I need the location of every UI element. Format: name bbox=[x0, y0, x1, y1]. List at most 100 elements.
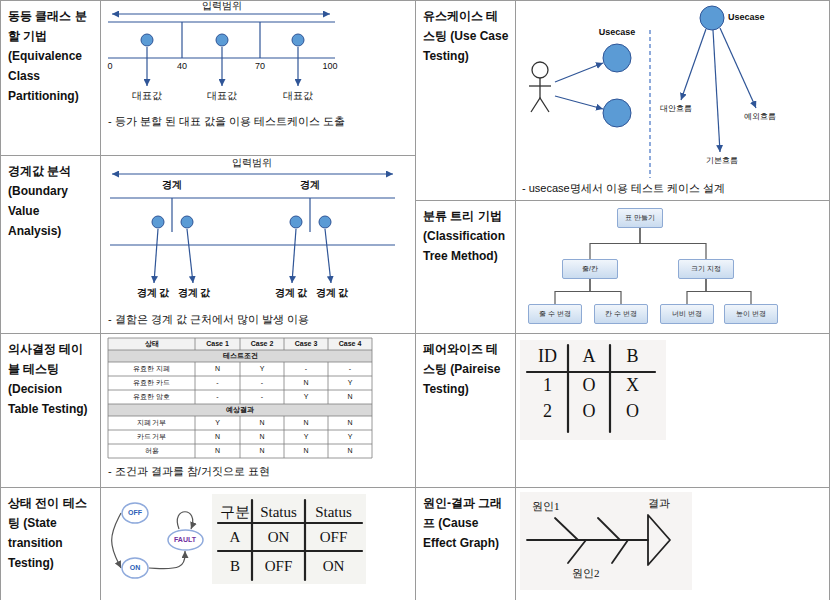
tree-box: 높이 변경 bbox=[724, 304, 778, 324]
tree-box: 줄 수 변경 bbox=[528, 304, 582, 324]
description: - 조건과 결과를 참/거짓으로 표현 bbox=[108, 465, 270, 478]
description: - usecase명세서 이용 테스트 케이스 설계 bbox=[522, 182, 725, 195]
photo-ground bbox=[520, 492, 692, 590]
tree-box: 너비 변경 bbox=[660, 304, 714, 324]
technique-name: 페어와이즈 테스팅 (Paireise Testing) bbox=[423, 339, 509, 399]
table-cell: N bbox=[259, 419, 264, 427]
flow-arrow bbox=[681, 29, 706, 100]
grid-line bbox=[195, 338, 328, 458]
pointer-arrow bbox=[146, 47, 147, 86]
cause-label: 원인2 bbox=[572, 567, 600, 580]
technique-cell: 동등 클래스 분할 기법 (Equivalence Class Partitio… bbox=[0, 0, 100, 155]
grid-line bbox=[527, 371, 655, 373]
boundary-value: 경계 값 bbox=[316, 287, 349, 299]
cause-label: 원인1 bbox=[532, 500, 560, 513]
grid-line bbox=[304, 500, 306, 580]
pointer-arrow bbox=[154, 229, 158, 283]
usecase-arrows bbox=[555, 28, 756, 152]
table-cell: 카드 거부 bbox=[137, 433, 167, 441]
table-section: 예상결과 bbox=[226, 406, 254, 414]
tree-label: 줄/칸 bbox=[582, 265, 598, 273]
range-arrow bbox=[112, 13, 330, 14]
value-dot bbox=[141, 34, 153, 46]
tree-label: 줄 수 변경 bbox=[539, 310, 571, 318]
tree-connector bbox=[555, 279, 590, 304]
table-cell: O bbox=[626, 401, 639, 423]
usecase-label: Usecase bbox=[728, 12, 765, 23]
transition-arrow bbox=[149, 551, 185, 569]
actor-legs bbox=[531, 98, 549, 112]
description: - 결함은 경계 값 근처에서 많이 발생 이용 bbox=[108, 313, 309, 326]
table-cell: 유효한 암호 bbox=[133, 393, 170, 401]
fishbone-rib bbox=[555, 518, 578, 540]
table-cell: OFF bbox=[320, 528, 348, 546]
flow-label: 예외흐름 bbox=[744, 112, 776, 122]
table-cell: Status bbox=[315, 503, 352, 521]
tree-connector bbox=[687, 279, 706, 304]
tree-connector bbox=[590, 228, 640, 259]
actor-body bbox=[539, 78, 540, 98]
fishbone-head bbox=[648, 515, 670, 565]
tree-box: 줄/칸 bbox=[562, 259, 618, 279]
table-cell: 2 bbox=[543, 401, 552, 423]
state-outline bbox=[122, 503, 148, 523]
tree-box: 칸 수 변경 bbox=[594, 304, 648, 324]
grid-line bbox=[415, 0, 416, 600]
boundary-value: 경계 값 bbox=[178, 287, 211, 299]
table-cell: 지폐 거부 bbox=[137, 419, 167, 427]
effect-label: 결과 bbox=[648, 497, 670, 510]
system-boundary bbox=[649, 30, 650, 178]
association-arrow bbox=[555, 63, 603, 82]
table-cell: Y bbox=[215, 419, 220, 427]
state-outline bbox=[168, 530, 203, 550]
technique-cell: 원인-결과 그래프 (Cause Effect Graph) bbox=[415, 487, 515, 600]
value-dot bbox=[216, 34, 228, 46]
table-cell: Y bbox=[304, 393, 309, 401]
technique-name: 분류 트리 기법 (Classification Tree Method) bbox=[423, 206, 509, 266]
state-name: FAULT bbox=[174, 536, 196, 544]
tree-label: 크기 지정 bbox=[691, 265, 721, 273]
boundary-divider bbox=[309, 198, 310, 232]
technique-name: 상태 전이 테스팅 (State transition Testing) bbox=[8, 493, 94, 573]
table-cell: - bbox=[216, 379, 218, 387]
table-cell: 구분 bbox=[220, 503, 250, 521]
table-cell: N bbox=[347, 393, 352, 401]
representative-value: 대표값 bbox=[283, 90, 313, 102]
grid-line bbox=[0, 0, 830, 1]
table-cell: ON bbox=[323, 557, 345, 575]
table-cell: Case 2 bbox=[251, 340, 274, 348]
scale-number: 0 bbox=[107, 61, 112, 72]
tree-box: 크기 지정 bbox=[678, 259, 734, 279]
state-name: OFF bbox=[128, 509, 142, 517]
value-dot bbox=[290, 216, 302, 228]
table-cell: 1 bbox=[543, 375, 552, 397]
table-cell: N bbox=[347, 447, 352, 455]
table-cell: N bbox=[303, 419, 308, 427]
technique-name: 원인-결과 그래프 (Cause Effect Graph) bbox=[423, 493, 509, 553]
table-cell: N bbox=[259, 433, 264, 441]
association-arrow bbox=[555, 96, 603, 109]
pointer-arrow bbox=[187, 229, 193, 283]
grid-line bbox=[609, 345, 611, 432]
usecase-circle bbox=[603, 99, 631, 127]
boundary-label: 경계 bbox=[300, 179, 320, 191]
table-cell: Y bbox=[260, 365, 265, 373]
pointer-arrow bbox=[325, 229, 331, 283]
state-circle: FAULT bbox=[167, 529, 204, 551]
value-dot bbox=[292, 34, 304, 46]
range-figure bbox=[108, 14, 335, 86]
tree-box: 표 만들기 bbox=[617, 208, 663, 228]
tree-connector bbox=[706, 279, 751, 304]
flow-label: 기본흐름 bbox=[706, 156, 738, 166]
table-cell: ON bbox=[268, 528, 290, 546]
boundary-value: 경계 값 bbox=[275, 287, 308, 299]
pointer-arrow bbox=[221, 47, 222, 86]
fishbone-rib bbox=[568, 540, 586, 563]
grid-line bbox=[0, 155, 415, 156]
actor-arms bbox=[529, 85, 551, 86]
table-cell: Case 1 bbox=[206, 340, 229, 348]
flow-label: 대안흐름 bbox=[660, 104, 692, 114]
usecase-label: Usecase bbox=[593, 27, 641, 38]
fishbone-rib bbox=[598, 518, 620, 540]
